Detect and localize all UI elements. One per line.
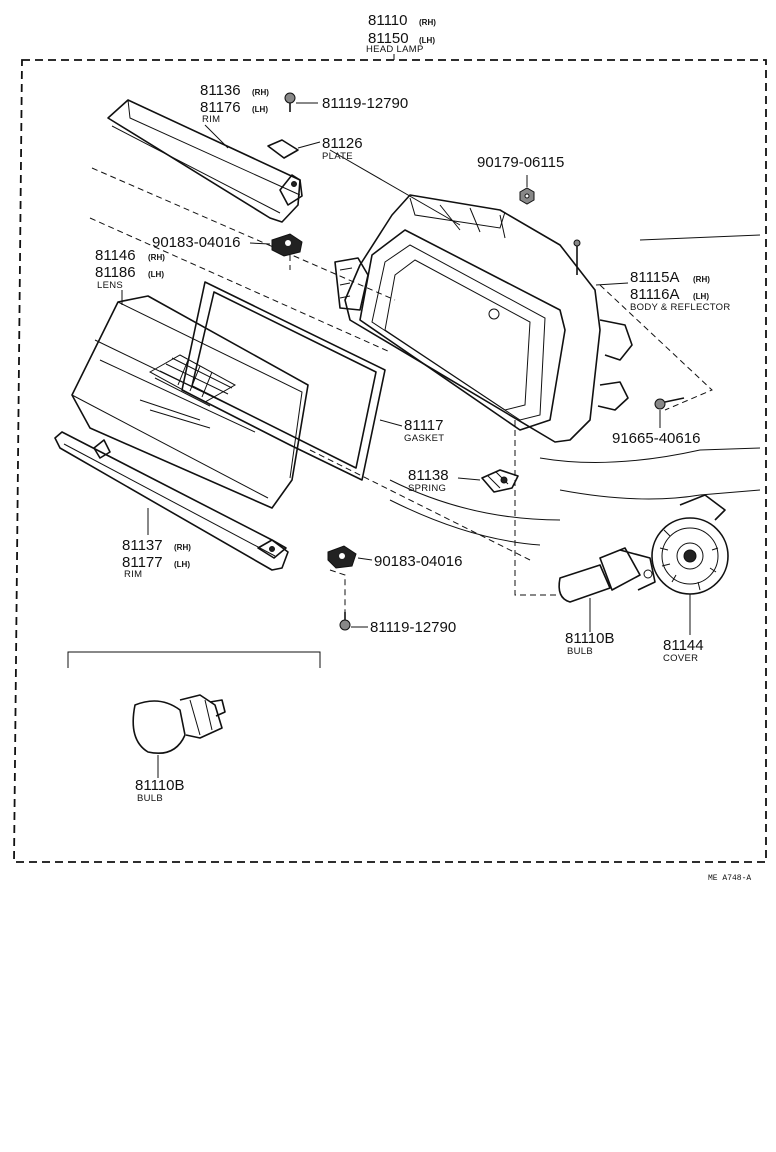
lower-rim [54, 431, 289, 571]
assembly-rh-tag: (RH) [419, 18, 436, 27]
plate: 81126 PLATE [267, 135, 363, 162]
plate-name: PLATE [322, 151, 353, 162]
assembly-boundary [13, 59, 767, 863]
lower-rim-rh-tag: (RH) [174, 543, 191, 552]
upper-rim-number-rh: 81136 [200, 82, 241, 99]
lower-rim-name: RIM [124, 569, 142, 580]
spring-number: 81138 [408, 467, 449, 484]
plate-number: 81126 [322, 135, 363, 152]
upper-screw-code: 81119-12790 [322, 95, 408, 112]
upper-rim-label: 81136 (RH) 81176 (LH) RIM [200, 82, 269, 149]
lower-clip-code: 90183-04016 [374, 553, 462, 570]
alignment-lines [89, 167, 713, 615]
right-screw-code: 91665-40616 [612, 430, 700, 447]
body-and-reflector-label: 81115A (RH) 81116A (LH) BODY & REFLECTOR [630, 269, 731, 313]
assembly-lh-tag: (LH) [419, 36, 435, 45]
lens-name: LENS [97, 280, 123, 291]
upper-screw: 81119-12790 [284, 92, 408, 112]
lower-screw-code: 81119-12790 [370, 619, 456, 636]
assembly-number-lh: 81150 [368, 30, 409, 47]
body-reflector-lh-tag: (LH) [693, 292, 709, 301]
upper-rim [107, 99, 303, 223]
lens-number-rh: 81146 [95, 247, 136, 264]
body-reflector-number-rh: 81115A [630, 269, 680, 286]
lens-rh-tag: (RH) [148, 253, 165, 262]
lens-label: 81146 (RH) 81186 (LH) LENS [95, 247, 165, 291]
cover: 81144 COVER [651, 494, 729, 664]
body-reflector-rh-tag: (RH) [693, 275, 710, 284]
main-bulb: 81110B BULB [558, 547, 656, 657]
main-bulb-name: BULB [567, 646, 593, 657]
alternate-bulb-number: 81110B [135, 777, 185, 794]
assembly-name: HEAD LAMP [366, 44, 424, 55]
cover-number: 81144 [663, 637, 704, 654]
right-screw: 91665-40616 [612, 397, 700, 447]
spring-name: SPRING [408, 483, 446, 494]
vehicle-outline [329, 149, 761, 546]
gasket-number: 81117 [404, 417, 444, 434]
lower-rim-lh-tag: (LH) [174, 560, 190, 569]
lower-rim-number-lh: 81177 [122, 554, 163, 571]
gasket-name: GASKET [404, 433, 444, 444]
upper-rim-number-lh: 81176 [200, 99, 241, 116]
upper-rim-name: RIM [202, 114, 220, 125]
lens-hatch [139, 354, 237, 429]
body-and-reflector [334, 194, 633, 443]
body-reflector-name: BODY & REFLECTOR [630, 302, 731, 313]
assembly-number-rh: 81110 [368, 12, 408, 29]
nut-code: 90179-06115 [477, 154, 564, 171]
gasket: 81117 GASKET [181, 281, 444, 481]
upper-rim-rh-tag: (RH) [252, 88, 269, 97]
lower-clip: 90183-04016 [327, 545, 462, 570]
alternate-bulb: 81110B BULB [132, 694, 226, 804]
spring: 81138 SPRING [408, 467, 519, 494]
lower-rim-number-rh: 81137 [122, 537, 163, 554]
body-reflector-number-lh: 81116A [630, 286, 680, 303]
alternate-bulb-name: BULB [137, 793, 163, 804]
main-bulb-number: 81110B [565, 630, 615, 647]
lens [71, 290, 309, 509]
lens-number-lh: 81186 [95, 264, 136, 281]
alternate-bulb-bracket [67, 651, 321, 668]
lower-rim-label: 81137 (RH) 81177 (LH) RIM [122, 537, 191, 580]
upper-rim-lh-tag: (LH) [252, 105, 268, 114]
figure-code: ME A748-A [708, 874, 751, 883]
upper-clip: 90183-04016 [152, 233, 303, 257]
cover-name: COVER [663, 653, 698, 664]
nut: 90179-06115 [477, 154, 564, 205]
assembly-label: 81110 (RH) 81150 (LH) HEAD LAMP [366, 12, 436, 60]
lower-screw: 81119-12790 [339, 612, 456, 636]
upper-clip-code: 90183-04016 [152, 234, 240, 251]
lens-lh-tag: (LH) [148, 270, 164, 279]
